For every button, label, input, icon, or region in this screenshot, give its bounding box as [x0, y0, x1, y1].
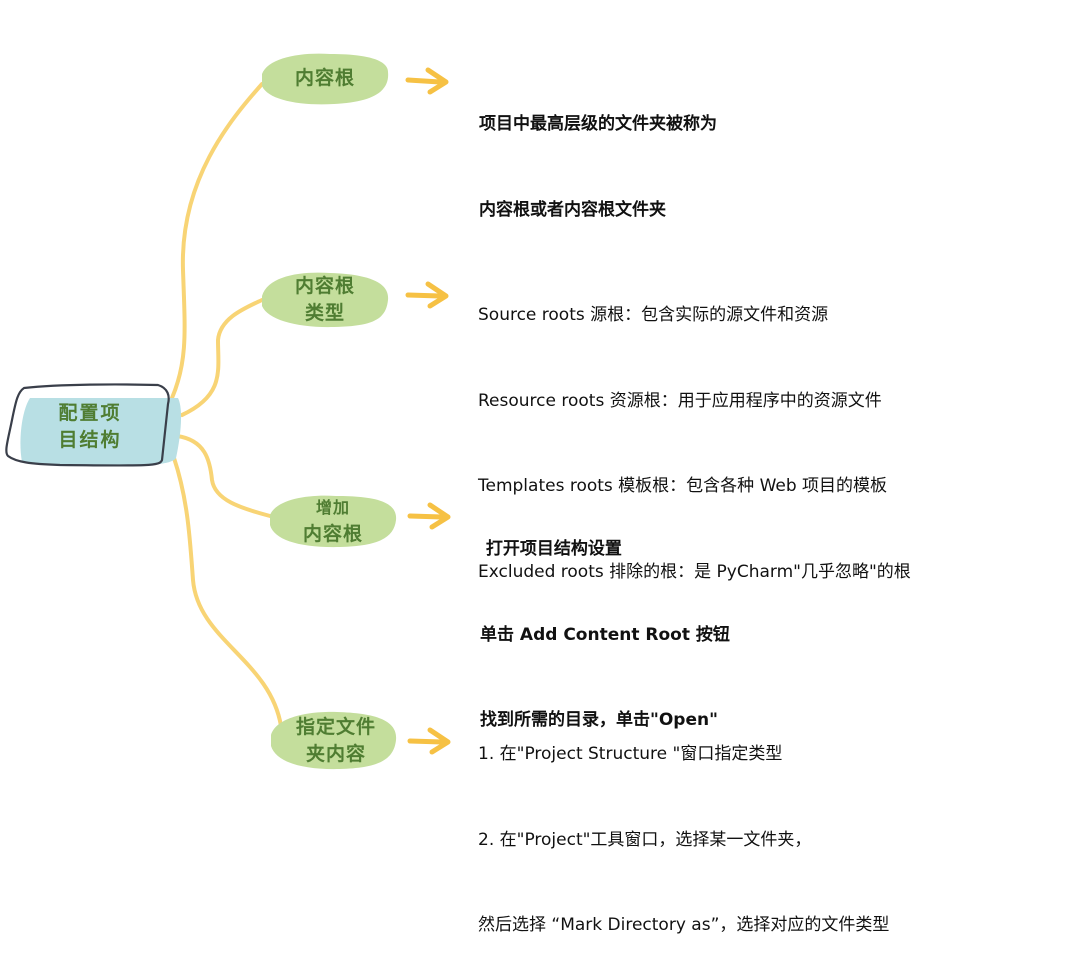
arrow-icon [407, 727, 451, 755]
description-line: 内容根或者内容根文件夹 [479, 199, 666, 220]
arrow-icon [405, 281, 449, 309]
description-line: 单击 Add Content Root 按钮 [480, 624, 730, 645]
topic-label-line: 内容根 [294, 67, 355, 89]
description-line: Templates roots 模板根：包含各种 Web 项目的模板 [478, 476, 888, 496]
branch-line-content-root-types [180, 298, 264, 417]
mind-map-canvas [5, 53, 451, 770]
topic-label-line: 增加 [315, 498, 350, 517]
description-line: 打开项目结构设置 [480, 539, 622, 559]
topic-node-content-root[interactable]: 内容根 [275, 65, 375, 92]
topic-description-content-root: 项目中最高层级的文件夹被称为 内容根或者内容根文件夹 [479, 53, 717, 253]
topic-label-line: 内容根 [294, 275, 355, 297]
description-line: Source roots 源根：包含实际的源文件和资源 [478, 305, 829, 325]
description-line: 找到所需的目录，单击"Open" [480, 710, 718, 730]
topic-label-line: 类型 [304, 302, 345, 324]
topic-node-specify-folder[interactable]: 指定文件 夹内容 [280, 714, 392, 768]
topic-node-content-root-shape [262, 53, 389, 105]
description-line: 1. 在"Project Structure "窗口指定类型 [478, 744, 783, 764]
topic-label-line: 内容根 [302, 523, 363, 545]
arrow-icon [407, 502, 451, 530]
root-label-line: 配置项 [58, 402, 122, 424]
root-node-outline [5, 383, 170, 467]
topic-label-line: 夹内容 [305, 743, 366, 765]
topic-node-content-root-types-shape [262, 272, 389, 328]
branch-line-specify-folder [172, 456, 283, 728]
branch-line-add-content-root [175, 434, 272, 518]
description-line: 2. 在"Project"工具窗口，选择某一文件夹， [478, 829, 812, 850]
root-node-fill [20, 398, 182, 467]
arrow-icon [405, 67, 449, 95]
description-line: Resource roots 资源根：用于应用程序中的资源文件 [478, 390, 882, 411]
topic-description-content-root-types: Source roots 源根：包含实际的源文件和资源 Resource roo… [478, 244, 911, 615]
description-line: 项目中最高层级的文件夹被称为 [479, 114, 717, 134]
branch-line-content-root [170, 82, 264, 400]
topic-description-specify-folder: 1. 在"Project Structure "窗口指定类型 2. 在"Proj… [478, 683, 889, 968]
topic-node-add-content-root[interactable]: 增加 内容根 [283, 494, 383, 548]
topic-node-add-content-root-shape [270, 495, 397, 548]
root-label-line: 目结构 [58, 429, 122, 451]
description-line: 然后选择 “Mark Directory as”，选择对应的文件类型 [478, 915, 890, 935]
topic-label-line: 指定文件 [295, 716, 376, 738]
description-line: Excluded roots 排除的根：是 PyCharm"几乎忽略"的根 [478, 561, 911, 582]
topic-node-content-root-types[interactable]: 内容根 类型 [275, 273, 375, 327]
root-node-label[interactable]: 配置项 目结构 [40, 400, 140, 454]
topic-description-add-content-root: 打开项目结构设置 单击 Add Content Root 按钮 找到所需的目录，… [480, 478, 730, 763]
topic-node-specify-folder-shape [271, 711, 397, 770]
